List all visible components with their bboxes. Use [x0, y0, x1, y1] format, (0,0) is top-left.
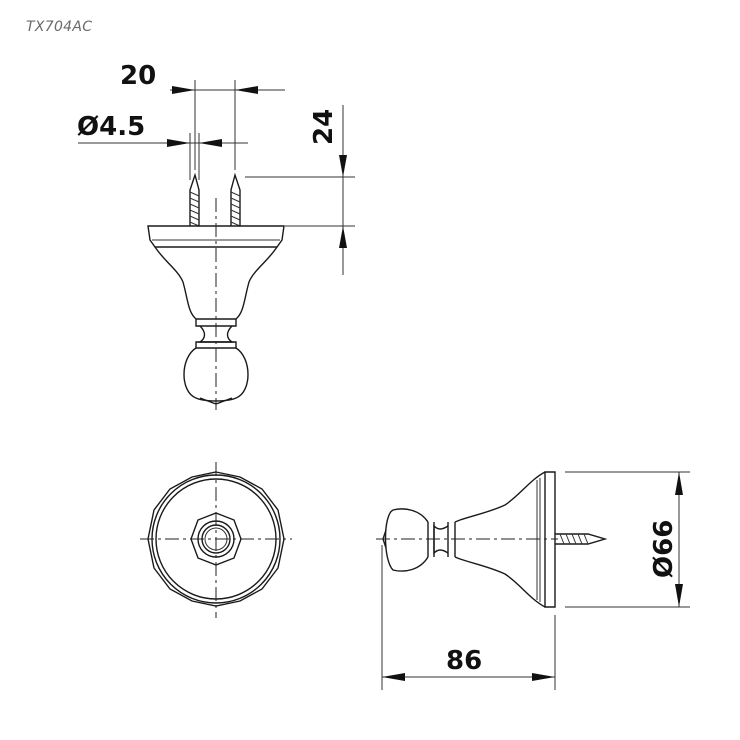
screw-left: [189, 172, 200, 227]
dim-screw-diameter: Ø4.5: [77, 112, 248, 180]
dim-label-24: 24: [309, 109, 339, 145]
dim-screw-spacing: 20: [120, 61, 285, 170]
side-view: Ø66 86: [376, 471, 690, 690]
front-view: 20 Ø4.5 24: [77, 61, 355, 410]
dim-label-86: 86: [446, 646, 482, 676]
model-number: TX704AC: [26, 19, 93, 35]
hook-body-front: [147, 198, 285, 410]
dim-label-diameter-4-5: Ø4.5: [77, 112, 145, 142]
screw-right: [230, 172, 241, 227]
dim-label-20: 20: [120, 61, 156, 91]
dim-label-diameter-66: Ø66: [649, 520, 679, 578]
dim-projection-depth: 86: [381, 545, 556, 690]
top-view: [140, 462, 292, 618]
dim-base-diameter: Ø66: [565, 471, 690, 608]
dim-screw-length: 24: [245, 105, 355, 275]
